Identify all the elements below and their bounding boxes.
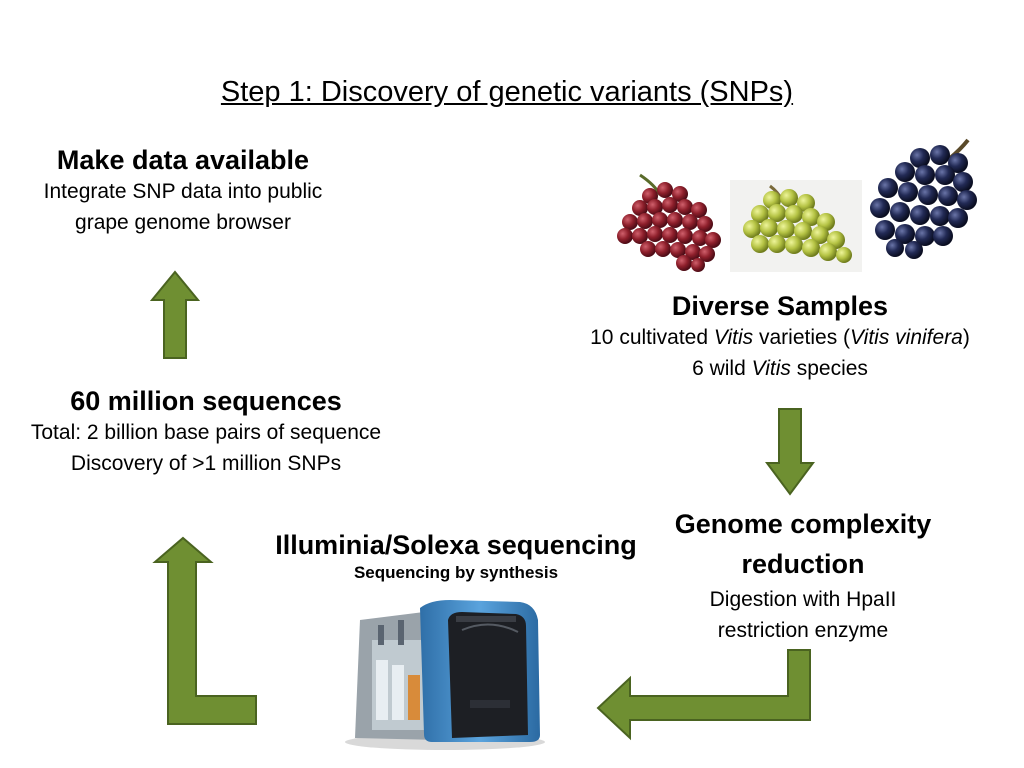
sequences-line2: Discovery of >1 million SNPs [70, 452, 342, 475]
left-l-arrow [596, 649, 811, 741]
diverse-samples-line1: 10 cultivated Vitis varieties (Vitis vin… [590, 326, 970, 349]
genome-reduction-block: Genome complexity reduction Digestion wi… [640, 504, 966, 646]
diverse-samples-block: Diverse Samples 10 cultivated Vitis vari… [540, 291, 1020, 384]
illumina-subheading: Sequencing by synthesis [353, 563, 559, 582]
diverse-samples-line2: 6 wild Vitis species [692, 357, 868, 380]
genome-reduction-heading-2: reduction [741, 549, 865, 579]
black-grape-image [862, 135, 988, 260]
illumina-heading: Illuminia/Solexa sequencing [275, 530, 637, 560]
green-grape-image [730, 180, 862, 272]
sequences-line1: Total: 2 billion base pairs of sequence [30, 421, 382, 444]
up-arrow [149, 270, 201, 359]
make-data-block: Make data available Integrate SNP data i… [18, 145, 348, 238]
genome-reduction-line1: Digestion with HpaII [709, 588, 897, 611]
red-grape-image [607, 170, 729, 273]
make-data-line1: Integrate SNP data into public [43, 180, 323, 203]
sequencer-machine-image [345, 600, 545, 750]
sequences-heading: 60 million sequences [70, 386, 342, 416]
sequences-block: 60 million sequences Total: 2 billion ba… [0, 386, 412, 479]
page-title: Step 1: Discovery of genetic variants (S… [220, 76, 794, 108]
illumina-block: Illuminia/Solexa sequencing Sequencing b… [250, 530, 662, 583]
genome-reduction-heading-1: Genome complexity [674, 509, 932, 539]
make-data-line2: grape genome browser [75, 211, 291, 234]
diverse-samples-heading: Diverse Samples [671, 291, 889, 321]
genome-reduction-line2: restriction enzyme [717, 619, 889, 642]
up-l-arrow [152, 536, 257, 725]
down-arrow [765, 408, 815, 496]
make-data-heading: Make data available [56, 145, 310, 175]
